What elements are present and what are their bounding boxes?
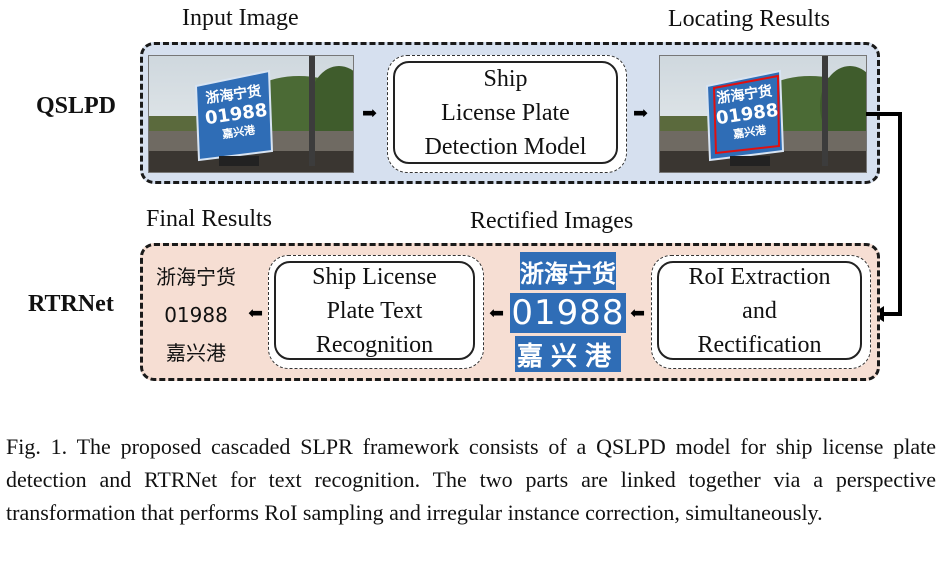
locating-result-image: 浙海宁货 01988 嘉兴港 [659, 55, 867, 173]
detection-model-box: Ship License Plate Detection Model [387, 55, 627, 173]
final-results: 浙海宁货 01988 嘉兴港 [148, 258, 244, 372]
rectified-line1: 浙海宁货 [520, 252, 616, 290]
roi-line1: RoI Extraction [688, 263, 831, 290]
right-arrow-icon: ➡ [362, 103, 378, 123]
final-line2: 01988 [164, 303, 228, 327]
roi-line3: Rectification [697, 331, 822, 358]
detection-line3: Detection Model [424, 133, 587, 160]
qslpd-label: QSLPD [36, 93, 117, 119]
rtrnet-label: RTRNet [28, 291, 114, 317]
rectified-images-label: Rectified Images [470, 208, 634, 234]
roi-extraction-box: RoI Extraction and Rectification [651, 255, 871, 369]
final-line3: 嘉兴港 [166, 341, 226, 365]
rectified-line3: 嘉兴港 [515, 336, 621, 372]
locating-photo-graphic [660, 56, 866, 172]
rectified-line2: 01988 [510, 293, 626, 333]
figure-caption: Fig. 1. The proposed cascaded SLPR frame… [6, 434, 936, 525]
right-arrow-icon: ➡ [633, 103, 649, 123]
recognition-line3: Recognition [315, 331, 434, 358]
left-arrow-icon: ⬅ [630, 303, 646, 323]
input-image-label: Input Image [182, 5, 299, 31]
final-line1: 浙海宁货 [156, 265, 236, 289]
final-results-label: Final Results [146, 206, 273, 232]
left-arrow-icon: ⬅ [248, 303, 264, 323]
recognition-line1: Ship License [312, 263, 437, 290]
input-image: 浙海宁货 01988 嘉兴港 [148, 55, 354, 173]
detection-line1: Ship [483, 65, 528, 92]
roi-line2: and [742, 297, 777, 324]
locating-results-label: Locating Results [668, 6, 830, 32]
recognition-line2: Plate Text [326, 297, 423, 324]
text-recognition-box: Ship License Plate Text Recognition [268, 255, 484, 369]
input-photo-graphic [149, 56, 353, 172]
left-arrow-icon: ⬅ [489, 303, 505, 323]
detection-line2: License Plate [441, 99, 570, 126]
